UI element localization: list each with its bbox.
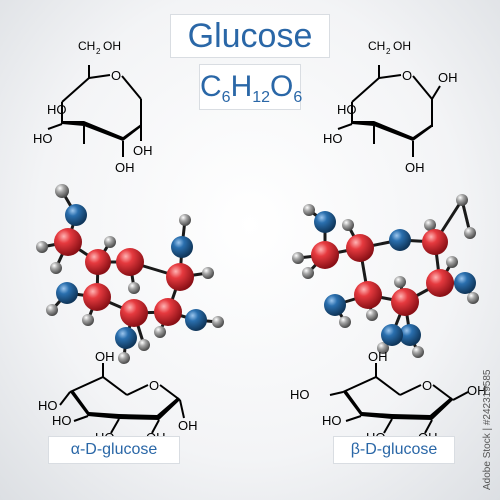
hydrogen-atom [36,241,48,253]
formula-c-count: 6 [221,89,231,106]
oh-label: OH [467,383,487,398]
ring-oxygen-label: O [422,378,432,393]
ho-label: HO [290,387,310,402]
hydrogen-atom [50,262,62,274]
hydrogen-atom [366,309,378,321]
carbon-atom [422,229,448,255]
ch2oh-label: CH [78,39,95,53]
ho-label: HO [33,131,53,146]
ho-label: HO [38,398,58,413]
carbon-atom [85,249,111,275]
carbon-atom [154,298,182,326]
ch2oh-subscript: 2 [96,47,101,56]
hydrogen-atom [339,316,351,328]
hydrogen-atom [104,236,116,248]
carbon-atom [346,234,374,262]
hydrogen-atom [456,194,468,206]
oh-label: OH [405,160,425,175]
oxygen-atom [171,236,193,258]
oh-label: OH [95,349,115,364]
hydrogen-atom [424,219,436,231]
hydrogen-atom [82,314,94,326]
hydrogen-atom [302,267,314,279]
hydrogen-atom [377,342,389,354]
carbon-atom [354,281,382,309]
oxygen-atom [185,309,207,331]
hydrogen-atom [212,316,224,328]
oxygen-atom [389,229,411,251]
hydrogen-atom [138,339,150,351]
name-box-alpha: α-D-glucose [48,436,180,464]
formula-c: C [200,70,222,103]
oxygen-atom [56,282,78,304]
formula-o: O [270,70,294,103]
ch2oh-oh-label: OH [393,39,411,53]
carbon-atom [426,269,454,297]
formula-o-count: 6 [293,89,303,106]
formula-h: H [230,70,253,103]
carbon-atom [391,288,419,316]
formula-h-count: 12 [252,89,271,106]
oxygen-atom [324,294,346,316]
chair-alpha: OH O HO HO HO OH OH [38,349,198,445]
carbon-atom [120,299,148,327]
carbon-atom [116,248,144,276]
ch2oh-oh-label: OH [103,39,121,53]
ho-label: HO [322,413,342,428]
title-box: Glucose [170,14,330,58]
ho-label: HO [52,413,72,428]
oxygen-atom [115,327,137,349]
oh-label: OH [133,143,153,158]
hydrogen-atom [292,252,304,264]
carbon-atom [54,228,82,256]
ch2oh-subscript: 2 [386,47,391,56]
hydrogen-atom [55,184,69,198]
hydrogen-atom [118,352,130,364]
ho-label: HO [323,131,343,146]
haworth-beta: CH 2 OH O OH HO HO OH [323,39,458,175]
oxygen-atom [454,272,476,294]
carbon-atom [166,263,194,291]
alpha-name-label: α-D-glucose [70,441,158,458]
hydrogen-atom [446,256,458,268]
name-box-beta: β-D-glucose [333,436,455,464]
carbon-atom [83,283,111,311]
hydrogen-atom [202,267,214,279]
ho-label: HO [47,102,67,117]
hydrogen-atom [412,346,424,358]
ho-label: HO [337,102,357,117]
oxygen-atom [314,211,336,233]
hydrogen-atom [467,292,479,304]
hydrogen-atom [46,304,58,316]
oh-label: OH [178,418,198,433]
oxygen-atom [399,324,421,346]
oxygen-atom [381,324,403,346]
hydrogen-atom [128,282,140,294]
hydrogen-atom [303,204,315,216]
hydrogen-atom [464,227,476,239]
molecular-formula: C6H12O6 [199,64,303,110]
page-title: Glucose [187,17,313,55]
oh-label: OH [368,349,388,364]
ring-oxygen-label: O [149,378,159,393]
beta-name-label: β-D-glucose [350,441,438,458]
haworth-alpha: CH 2 OH O HO HO OH OH [33,39,153,175]
oxygen-atom [65,204,87,226]
ch2oh-label: CH [368,39,385,53]
hydrogen-atom [154,326,166,338]
hydrogen-atom [394,276,406,288]
carbon-atom [311,241,339,269]
stock-watermark: Adobe Stock | #242319585 [482,369,493,490]
hydrogen-atom [342,219,354,231]
atoms [36,184,479,364]
chair-beta: OH O OH HO HO HO OH [290,349,487,445]
hydrogen-atom [179,214,191,226]
ring-oxygen-label: O [402,68,412,83]
ring-oxygen-label: O [111,68,121,83]
oh-label: OH [115,160,135,175]
oh-label: OH [438,70,458,85]
